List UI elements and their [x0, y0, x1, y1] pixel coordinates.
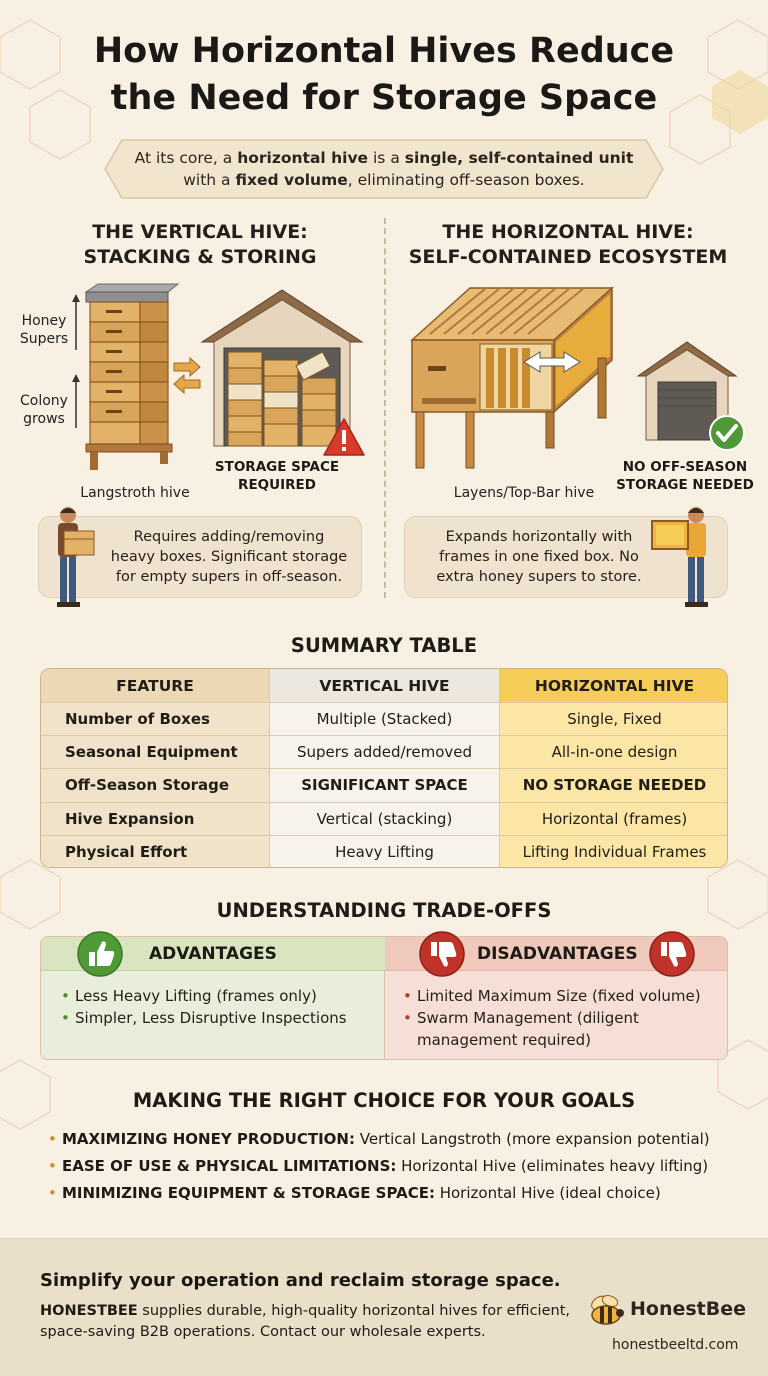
advantages-list: Less Heavy Lifting (frames only) Simpler… — [61, 985, 347, 1029]
table-cell-horizontal: Single, Fixed — [500, 703, 727, 737]
list-item: MINIMIZING EQUIPMENT & STORAGE SPACE: Ho… — [48, 1180, 748, 1207]
list-item: Swarm Management (diligent — [403, 1007, 701, 1029]
warning-icon — [323, 418, 365, 456]
tradeoffs-title: UNDERSTANDING TRADE-OFFS — [216, 899, 552, 922]
table-header-horizontal: HORIZONTAL HIVE — [500, 669, 727, 703]
table-cell-vertical: Vertical (stacking) — [270, 802, 500, 836]
list-item: Less Heavy Lifting (frames only) — [61, 985, 347, 1007]
table-cell-vertical: Multiple (Stacked) — [270, 703, 500, 737]
table-cell-vertical: Supers added/removed — [270, 736, 500, 770]
table-cell-horizontal: Horizontal (frames) — [500, 802, 727, 836]
langstroth-hive-label: Langstroth hive — [80, 485, 190, 501]
arrows-icon — [173, 356, 201, 395]
brand-name: HonestBee — [630, 1298, 747, 1320]
horizontal-hive-heading: THE HORIZONTAL HIVE: SELF-CONTAINED ECOS… — [408, 221, 728, 268]
list-item-continued: management required) — [417, 1031, 591, 1049]
table-cell-horizontal: All-in-one design — [500, 736, 727, 770]
tradeoffs-panel: ADVANTAGES Less Heavy Lifting (frames on… — [40, 936, 728, 1060]
table-cell-vertical: SIGNIFICANT SPACE — [270, 769, 500, 803]
bee-icon — [591, 1295, 624, 1325]
thumbs-down-icon — [649, 931, 695, 977]
disadvantages-list: Limited Maximum Size (fixed volume) Swar… — [403, 985, 701, 1051]
langstroth-hive-illustration — [72, 283, 180, 470]
footer-title: Simplify your operation and reclaim stor… — [40, 1270, 561, 1291]
vertical-hive-heading: THE VERTICAL HIVE: STACKING & STORING — [83, 221, 317, 268]
list-item: Limited Maximum Size (fixed volume) — [403, 985, 701, 1007]
table-row-feature: Hive Expansion — [41, 802, 270, 836]
footer-text: HONESTBEE supplies durable, high-quality… — [40, 1303, 570, 1340]
table-header-feature: FEATURE — [41, 669, 270, 703]
column-divider — [384, 218, 386, 598]
small-shed-illustration — [636, 341, 738, 441]
summary-table-title: SUMMARY TABLE — [290, 634, 478, 657]
vertical-note-box — [38, 516, 362, 598]
intro-text: At its core, a horizontal hive is a sing… — [134, 149, 634, 189]
goals-list: MAXIMIZING HONEY PRODUCTION: Vertical La… — [48, 1126, 748, 1207]
table-cell-vertical: Heavy Lifting — [270, 835, 500, 867]
table-row-feature: Seasonal Equipment — [41, 736, 270, 770]
goals-title: MAKING THE RIGHT CHOICE FOR YOUR GOALS — [132, 1089, 636, 1112]
layens-hive-illustration — [410, 286, 614, 469]
table-row-feature: Off-Season Storage — [41, 769, 270, 803]
footer: Simplify your operation and reclaim stor… — [0, 1238, 768, 1376]
intro-banner: At its core, a horizontal hive is a sing… — [104, 139, 664, 199]
advantages-title: ADVANTAGES — [149, 944, 277, 964]
table-cell-horizontal: Lifting Individual Frames — [500, 835, 727, 867]
layens-hive-label: Layens/Top-Bar hive — [453, 485, 595, 501]
page-title: How Horizontal Hives Reduce the Need for… — [93, 31, 675, 118]
table-row-feature: Number of Boxes — [41, 703, 270, 737]
thumbs-down-icon — [419, 931, 465, 977]
disadvantages-title: DISADVANTAGES — [477, 944, 638, 964]
thumbs-up-icon — [77, 931, 123, 977]
brand-logo: HonestBee — [586, 1289, 756, 1329]
table-row-feature: Physical Effort — [41, 835, 270, 867]
person-carrying-box-illustration — [57, 507, 95, 607]
check-icon — [709, 415, 745, 451]
table-header-vertical: VERTICAL HIVE — [270, 669, 500, 703]
list-item: MAXIMIZING HONEY PRODUCTION: Vertical La… — [48, 1126, 748, 1153]
table-cell-horizontal: NO STORAGE NEEDED — [500, 769, 727, 803]
website-link[interactable]: honestbeeltd.com — [612, 1337, 739, 1353]
person-holding-frame-illustration — [651, 507, 708, 607]
list-item: Simpler, Less Disruptive Inspections — [61, 1007, 347, 1029]
storage-shed-illustration — [200, 289, 364, 447]
list-item: EASE OF USE & PHYSICAL LIMITATIONS: Hori… — [48, 1153, 748, 1180]
summary-table: FEATURE VERTICAL HIVE HORIZONTAL HIVE Nu… — [40, 668, 728, 868]
